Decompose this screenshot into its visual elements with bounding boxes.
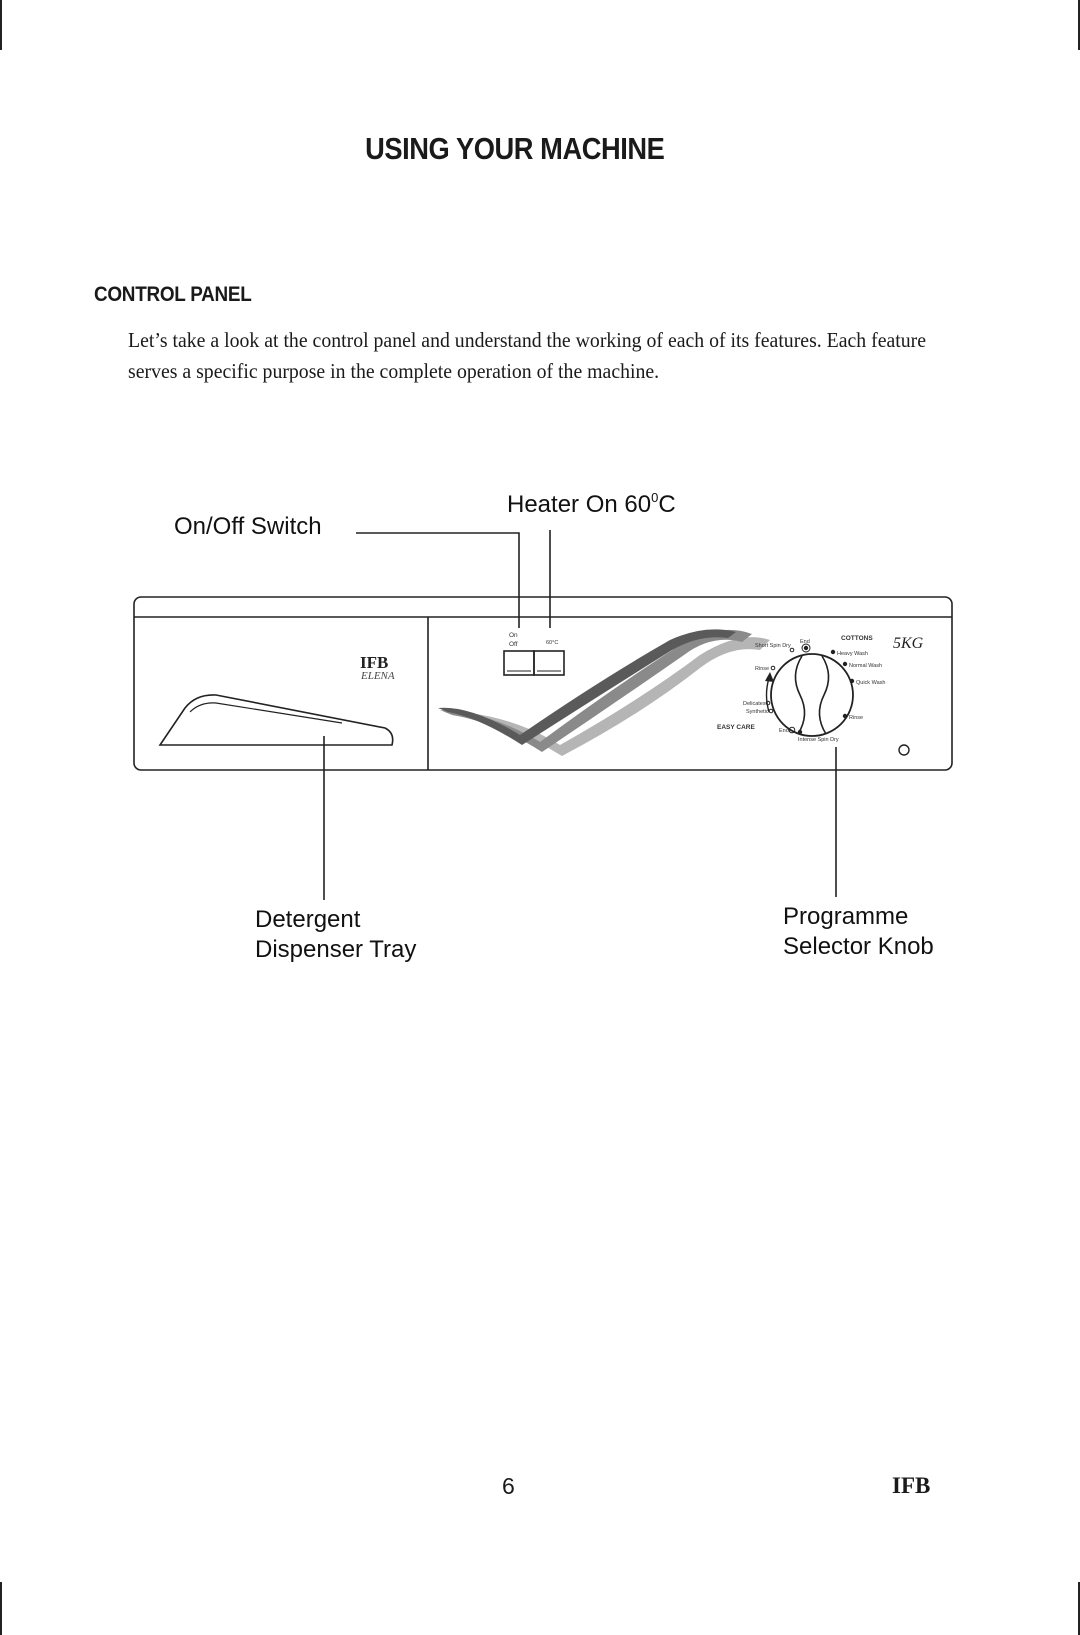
crop-mark-bottom-right — [1078, 1582, 1080, 1635]
wave-stripe-mid — [440, 629, 752, 752]
prog-normal-wash: Normal Wash — [849, 663, 882, 669]
indicator-light — [898, 744, 910, 756]
dot-short-spin — [789, 647, 795, 653]
prog-heavy-wash: Heavy Wash — [837, 651, 868, 657]
dot-delicates — [765, 700, 771, 706]
programme-label-line-1: Programme — [783, 903, 909, 930]
detergent-tray-handle — [158, 694, 394, 746]
prog-rinse-right: Rinse — [849, 715, 863, 721]
detergent-tray-handle-inner — [189, 702, 343, 724]
intro-line-1: Let’s take a look at the control panel a… — [128, 328, 927, 352]
intro-paragraph: Let’s take a look at the control panel a… — [128, 325, 1030, 387]
heater-label-suffix: C — [658, 491, 676, 518]
dot-end-bottom — [788, 726, 796, 734]
dot-quick-wash — [849, 678, 855, 684]
detergent-label-line-1: Detergent — [255, 906, 361, 933]
prog-end-bottom: End — [779, 728, 789, 734]
programme-open-dots — [765, 643, 811, 734]
dot-intense-spin — [797, 729, 803, 735]
rotation-arrow-head — [765, 672, 774, 682]
dot-heavy-wash — [830, 649, 836, 655]
crop-mark-bottom-left — [0, 1582, 2, 1635]
prog-quick-wash: Quick Wash — [856, 680, 885, 686]
switch-off-label: Off — [509, 641, 518, 648]
panel-capacity: 5KG — [893, 635, 924, 652]
heater-switch-button — [533, 650, 565, 676]
prog-intense-spin-dry: Intense Spin Dry — [798, 737, 839, 743]
page-number: 6 — [502, 1473, 515, 1499]
crop-mark-top-left — [0, 0, 2, 50]
knob-rotation-arrow — [765, 677, 770, 713]
dot-rinse-left — [770, 665, 776, 671]
easy-care-label: EASY CARE — [717, 724, 755, 731]
dot-rinse-right — [842, 713, 848, 719]
dot-synthetic — [768, 708, 774, 714]
heater-label-degree: 0 — [651, 490, 659, 505]
panel-model-name: ELENA — [360, 670, 395, 682]
programme-dots — [797, 645, 855, 735]
intro-line-2: serves a specific purpose in the complet… — [128, 359, 660, 383]
programme-label-line-2: Selector Knob — [783, 933, 934, 960]
section-heading: CONTROL PANEL — [94, 283, 252, 306]
programme-selector-knob — [770, 653, 854, 737]
decorative-waves — [438, 629, 770, 756]
page-title: USING YOUR MACHINE — [365, 131, 665, 166]
on-off-callout-label: On/Off Switch — [174, 513, 322, 540]
switch-on-label: On — [509, 632, 518, 639]
prog-short-spin-dry: Short Spin Dry — [755, 643, 791, 649]
cottons-label: COTTONS — [841, 635, 873, 642]
footer-brand-logo: IFB — [892, 1473, 931, 1498]
on-off-leader-line — [356, 532, 520, 628]
heater-callout-label: Heater On 600C — [507, 483, 676, 520]
dot-normal-wash — [842, 661, 848, 667]
dot-end-top — [803, 645, 809, 651]
wave-stripe-light — [470, 637, 770, 756]
prog-rinse-left: Rinse — [755, 666, 769, 672]
panel-outline — [133, 596, 953, 771]
knob-grip — [794, 655, 830, 735]
detergent-label-line-2: Dispenser Tray — [255, 936, 417, 963]
crop-mark-top-right — [1078, 0, 1080, 50]
prog-delicates: Delicates — [743, 701, 766, 707]
programme-callout-label: Programme Selector Knob — [783, 902, 934, 962]
prog-end-top: End — [800, 639, 810, 645]
detergent-callout-label: Detergent Dispenser Tray — [255, 905, 416, 965]
heater-label-prefix: Heater On 60 — [507, 491, 652, 518]
heater-button-label: 60°C — [546, 640, 558, 646]
prog-synthetic: Synthetic — [746, 709, 769, 715]
panel-brand-logo: IFB — [360, 653, 388, 672]
dot-end-top-ring — [801, 643, 811, 653]
